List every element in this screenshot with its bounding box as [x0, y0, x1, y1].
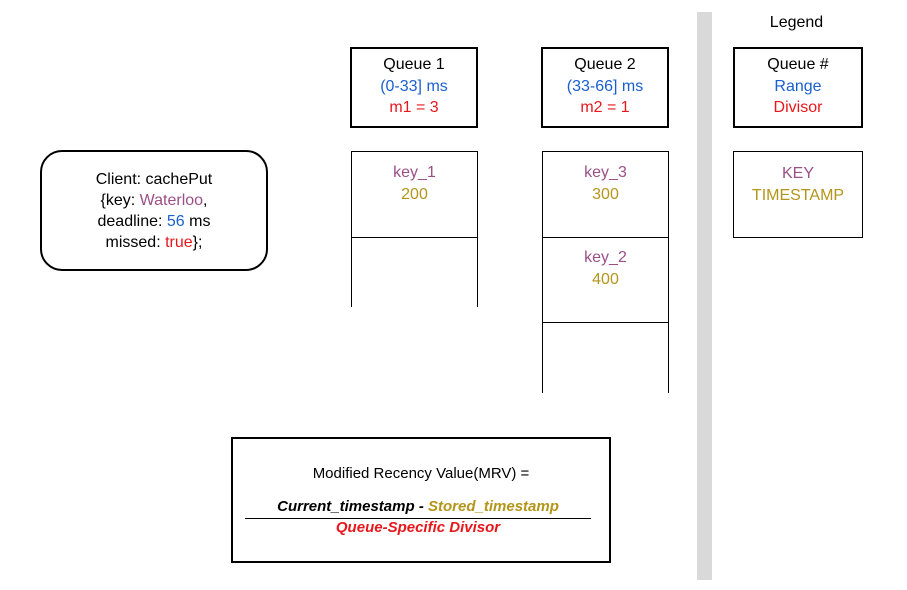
client-missed-suffix: }; — [192, 233, 203, 251]
queue-2-entry-2: key_2 400 — [543, 238, 668, 322]
client-key-label: {key: — [100, 191, 140, 209]
queue-2-entry-1-timestamp: 300 — [592, 186, 619, 203]
legend-range-label: Range — [774, 77, 822, 95]
queue-1-stack: key_1 200 — [351, 151, 478, 307]
client-request-box: Client: cachePut {key: Waterloo, deadlin… — [40, 150, 268, 271]
legend-divider — [697, 12, 712, 580]
mrv-denominator: Queue-Specific Divisor — [335, 519, 501, 536]
legend-entry-box: KEY TIMESTAMP — [733, 151, 863, 238]
queue-2-entry-1-key: key_3 — [584, 164, 627, 181]
client-deadline-line: deadline: 56 ms — [96, 211, 213, 232]
client-deadline-value: 56 — [166, 212, 185, 230]
legend-timestamp-label: TIMESTAMP — [751, 187, 845, 204]
client-missed-value: true — [165, 233, 193, 251]
queue-1-divider-line — [352, 237, 477, 238]
queue-1-divisor: m1 = 3 — [389, 99, 439, 116]
client-operation: Client: cachePut — [95, 170, 213, 188]
queue-2-entry-1: key_3 300 — [543, 152, 668, 237]
queue-2-entry-2-timestamp: 400 — [592, 271, 619, 288]
current-timestamp-term: Current_timestamp — [277, 498, 415, 515]
queue-1-entry-1: key_1 200 — [352, 152, 477, 228]
queue-2-stack: key_3 300 key_2 400 — [542, 151, 669, 393]
queue-2-divider-line-2 — [543, 322, 668, 323]
queue-1-entry-1-key: key_1 — [393, 164, 436, 181]
mrv-label: Modified Recency Value(MRV) = — [312, 465, 530, 482]
client-missed-line: missed: true}; — [96, 232, 213, 253]
legend-title: Legend — [769, 14, 824, 31]
client-key-line: {key: Waterloo, — [96, 190, 213, 211]
queue-2-top-line — [543, 151, 668, 152]
queue-2-header: Queue 2 (33-66] ms m2 = 1 — [541, 47, 669, 128]
queue-1-header: Queue 1 (0-33] ms m1 = 3 — [350, 47, 478, 128]
fraction-bar — [245, 518, 591, 519]
client-deadline-label: deadline: — [97, 212, 167, 230]
minus-operator: - — [414, 498, 428, 515]
legend-queue-header: Queue # Range Divisor — [733, 47, 863, 128]
queue-2-divider-line-1 — [543, 237, 668, 238]
queue-1-top-line — [352, 151, 477, 152]
legend-queue-name: Queue # — [767, 56, 829, 73]
mrv-formula-box: Modified Recency Value(MRV) = Current_ti… — [231, 437, 611, 563]
client-deadline-unit: ms — [184, 212, 211, 230]
queue-2-name: Queue 2 — [574, 56, 636, 73]
queue-2-range: (33-66] ms — [566, 77, 644, 95]
queue-2-divisor: m2 = 1 — [580, 99, 630, 116]
mrv-numerator: Current_timestamp - Stored_timestamp — [245, 498, 591, 515]
queue-1-name: Queue 1 — [383, 56, 445, 73]
client-key-value: Waterloo — [139, 191, 204, 209]
queue-2-entry-2-key: key_2 — [584, 249, 627, 266]
queue-1-entry-1-timestamp: 200 — [401, 186, 428, 203]
stored-timestamp-term: Stored_timestamp — [428, 498, 559, 515]
queue-1-range: (0-33] ms — [380, 77, 448, 95]
legend-key-label: KEY — [781, 165, 814, 182]
legend-divisor-label: Divisor — [773, 99, 823, 116]
client-missed-label: missed: — [105, 233, 166, 251]
client-key-suffix: , — [203, 191, 208, 209]
